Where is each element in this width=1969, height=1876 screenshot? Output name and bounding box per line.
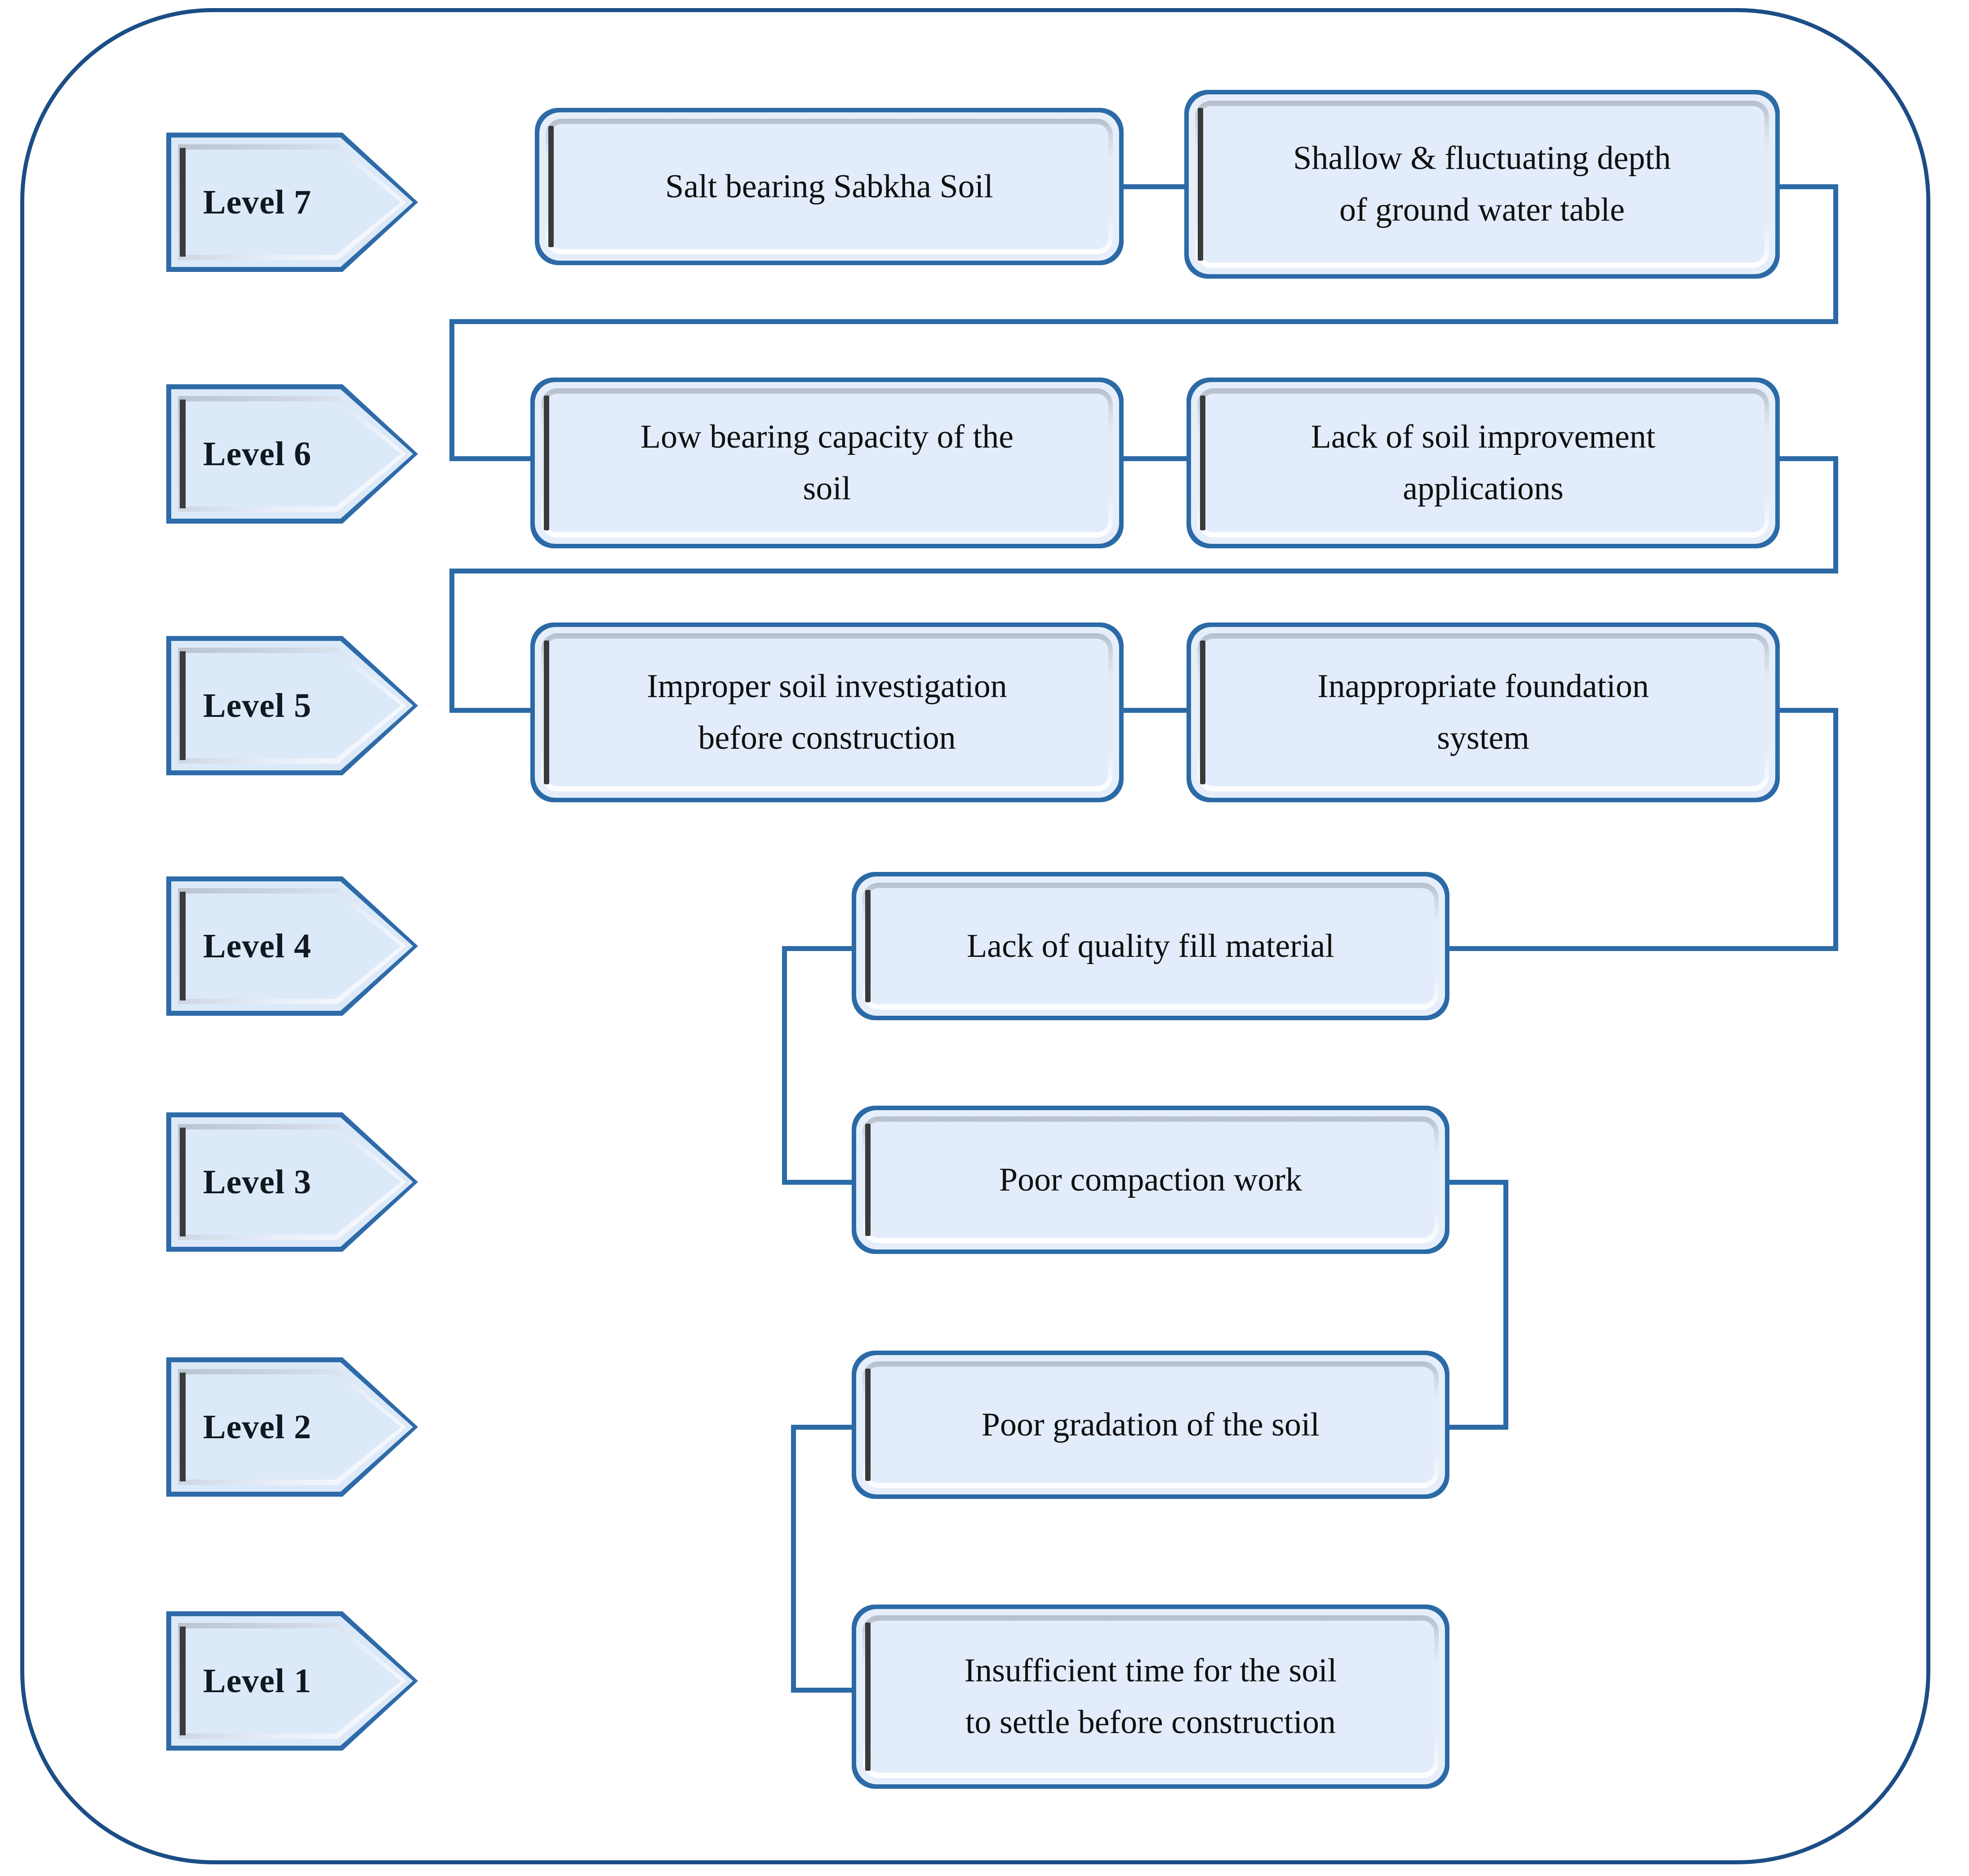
box-left-bar [865, 1369, 871, 1481]
box-inner [546, 639, 1108, 786]
connector-f7-down [782, 946, 787, 1184]
level-label: Level 7 [203, 183, 312, 221]
pentagon-left-bar [180, 651, 186, 760]
connector-f6-down [1833, 708, 1838, 951]
connector-enter-f5 [449, 708, 535, 713]
connector-f8-down [1503, 1180, 1508, 1429]
connector-f7-exit-left [782, 946, 863, 951]
connector-f1-f2 [1117, 184, 1189, 189]
box-inner [867, 1621, 1434, 1773]
box-left-bar [1200, 640, 1205, 784]
factor-label: Insufficient time for the soil to settle… [964, 1652, 1337, 1741]
factor-label: Lack of soil improvement applications [1311, 418, 1656, 507]
box-left-bar [544, 396, 549, 530]
connector-level6-to-level5-span [449, 569, 1838, 573]
connector-down-to-f5 [449, 569, 454, 712]
box-inner [1200, 106, 1765, 262]
factor-label: Low bearing capacity of the soil [640, 418, 1014, 507]
pentagon-left-bar [180, 1627, 186, 1735]
connector-f6-exit-right [1775, 708, 1838, 713]
box-left-bar [1200, 396, 1205, 530]
box-left-bar [865, 1124, 871, 1236]
box-inner [1202, 639, 1765, 786]
factor-box-improper-soil-investigation-before-construction[interactable]: Improper soil investigation before const… [530, 622, 1124, 802]
level-label: Level 2 [203, 1408, 312, 1446]
box-left-bar [544, 640, 549, 784]
box-inner [550, 124, 1108, 249]
box-inner [546, 394, 1108, 532]
pentagon-left-bar [180, 1373, 186, 1481]
box-left-bar [865, 1623, 871, 1771]
level-label: Level 3 [203, 1163, 312, 1201]
connector-enter-f7-right [1449, 946, 1838, 951]
box-inner [867, 888, 1434, 1004]
connector-f3-f4 [1117, 456, 1189, 461]
factor-label: Inappropriate foundation system [1317, 668, 1649, 756]
connector-f9-down [791, 1425, 796, 1690]
level-label: Level 5 [203, 686, 312, 725]
level-label: Level 4 [203, 927, 312, 965]
connector-f8-exit-right [1449, 1180, 1508, 1185]
factor-label: Shallow & fluctuating depth of ground wa… [1293, 140, 1671, 228]
connector-f4-down [1833, 456, 1838, 571]
factor-box-low-bearing-capacity-of-the-soil[interactable]: Low bearing capacity of the soil [530, 378, 1124, 548]
connector-down-to-f3 [449, 319, 454, 458]
connector-f5-f6 [1117, 708, 1189, 713]
box-inner [867, 1367, 1434, 1483]
pentagon-left-bar [180, 400, 186, 508]
connector-enter-f10-left [791, 1688, 863, 1693]
pentagon-left-bar [180, 1128, 186, 1236]
level-label: Level 6 [203, 435, 312, 473]
factor-label: Poor gradation of the soil [981, 1406, 1320, 1443]
connector-f9-exit-left [791, 1425, 863, 1430]
box-inner [867, 1122, 1434, 1238]
outer-frame-border [20, 8, 1930, 1864]
factor-box-poor-gradation-of-the-soil[interactable]: Poor gradation of the soil [852, 1351, 1449, 1499]
connector-f4-exit-right [1775, 456, 1838, 461]
connector-level7-to-level6-span [449, 319, 1838, 324]
factor-box-lack-of-quality-fill-material[interactable]: Lack of quality fill material [852, 872, 1449, 1020]
factor-box-insufficient-time-for-soil-to-settle[interactable]: Insufficient time for the soil to settle… [852, 1605, 1449, 1789]
level-tag-level-6[interactable]: Level 6 [166, 384, 418, 524]
level-label: Level 1 [203, 1662, 312, 1700]
level-tag-level-2[interactable]: Level 2 [166, 1357, 418, 1497]
factor-box-salt-bearing-sabkha-soil[interactable]: Salt bearing Sabkha Soil [535, 108, 1124, 265]
connector-f2-exit-right [1775, 184, 1838, 189]
level-tag-level-5[interactable]: Level 5 [166, 636, 418, 775]
connector-enter-f3 [449, 456, 535, 461]
factor-label: Poor compaction work [999, 1161, 1302, 1198]
level-tag-level-1[interactable]: Level 1 [166, 1611, 418, 1751]
factor-box-shallow-fluctuating-ground-water-table[interactable]: Shallow & fluctuating depth of ground wa… [1184, 90, 1780, 279]
connector-enter-f8-left [782, 1180, 863, 1185]
box-left-bar [1198, 108, 1203, 261]
level-tag-level-4[interactable]: Level 4 [166, 876, 418, 1016]
factor-box-lack-of-soil-improvement-applications[interactable]: Lack of soil improvement applications [1187, 378, 1780, 548]
box-inner [1202, 394, 1765, 532]
factor-box-poor-compaction-work[interactable]: Poor compaction work [852, 1106, 1449, 1254]
pentagon-left-bar [180, 892, 186, 1000]
level-tag-level-3[interactable]: Level 3 [166, 1112, 418, 1252]
box-left-bar [865, 890, 871, 1002]
factor-label: Improper soil investigation before const… [647, 668, 1007, 756]
factor-label: Lack of quality fill material [967, 927, 1334, 965]
level-tag-level-7[interactable]: Level 7 [166, 133, 418, 272]
factor-box-inappropriate-foundation-system[interactable]: Inappropriate foundation system [1187, 622, 1780, 802]
factor-label: Salt bearing Sabkha Soil [665, 168, 993, 205]
box-left-bar [548, 126, 554, 247]
connector-f2-down [1833, 184, 1838, 324]
pentagon-left-bar [180, 148, 186, 257]
connector-enter-f9-right [1449, 1425, 1508, 1430]
